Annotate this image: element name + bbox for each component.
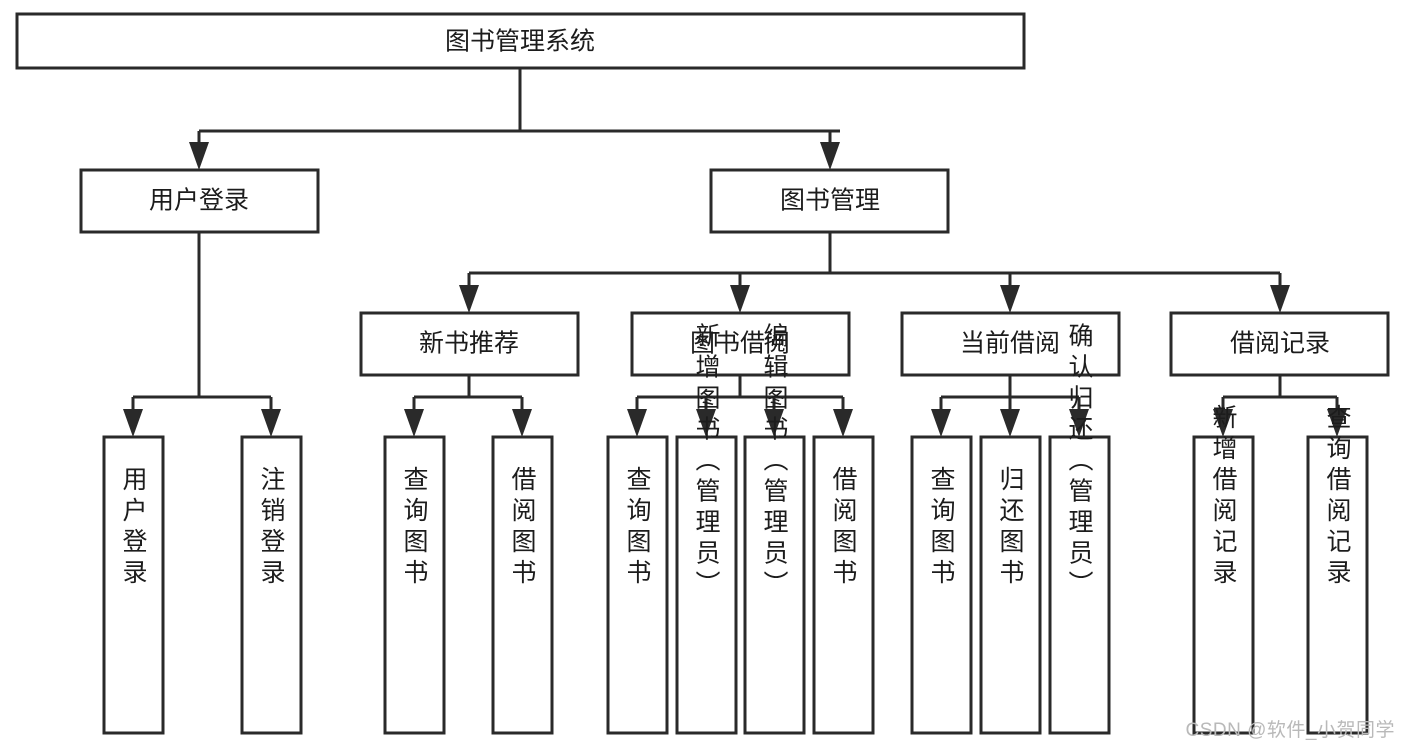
node-leaf-confirm-return-admin[interactable]: 确认归还（管理员） <box>1048 323 1111 735</box>
connector-userlogin-to-leaves <box>123 232 281 437</box>
node-new-book-recommendation-label: 新书推荐 <box>419 330 519 358</box>
node-leaf-query-book-2[interactable]: 查询图书 <box>606 435 669 735</box>
node-root-label: 图书管理系统 <box>445 28 595 56</box>
node-leaf-query-borrow-record[interactable]: 查询借阅记录 <box>1306 404 1369 735</box>
node-leaf-edit-book-admin[interactable]: 编辑图书（管理员） <box>743 323 806 735</box>
node-leaf-user-login[interactable]: 用户登录 <box>102 435 165 735</box>
node-leaf-confirm-return-admin-label: 确认归还（管理员） <box>1065 323 1094 602</box>
node-leaf-borrow-book-1[interactable]: 借阅图书 <box>491 435 554 735</box>
node-current-borrow[interactable]: 当前借阅 <box>900 311 1121 377</box>
node-leaf-borrow-book-2[interactable]: 借阅图书 <box>812 435 875 735</box>
connector-newbook-to-leaves <box>404 375 532 437</box>
node-leaf-add-book-admin[interactable]: 新增图书（管理员） <box>675 323 738 735</box>
node-book-borrow[interactable]: 图书借阅 <box>630 311 851 377</box>
node-book-management-label: 图书管理 <box>780 187 880 215</box>
node-leaf-borrow-book-2-label: 借阅图书 <box>829 466 858 590</box>
node-borrow-record-label: 借阅记录 <box>1230 330 1330 358</box>
connector-bookmgmt-to-level3 <box>459 232 1290 313</box>
node-leaf-add-book-admin-label: 新增图书（管理员） <box>692 323 721 602</box>
node-book-management[interactable]: 图书管理 <box>709 168 950 234</box>
node-leaf-query-book-2-label: 查询图书 <box>623 466 652 590</box>
node-borrow-record[interactable]: 借阅记录 <box>1169 311 1390 377</box>
node-leaf-return-book-label: 归还图书 <box>996 466 1025 590</box>
node-leaf-query-book-3-label: 查询图书 <box>927 466 956 590</box>
connector-borrowrecord-to-leaves <box>1213 375 1347 437</box>
node-leaf-logout[interactable]: 注销登录 <box>240 435 303 735</box>
node-new-book-recommendation[interactable]: 新书推荐 <box>359 311 580 377</box>
node-leaf-add-borrow-record[interactable]: 新增借阅记录 <box>1192 404 1255 735</box>
connector-currentborrow-to-leaves <box>931 375 1089 437</box>
node-leaf-query-book-1-label: 查询图书 <box>400 466 429 590</box>
connector-bookborrow-to-leaves <box>627 375 853 437</box>
node-leaf-return-book[interactable]: 归还图书 <box>979 435 1042 735</box>
node-leaf-query-book-3[interactable]: 查询图书 <box>910 435 973 735</box>
node-user-login[interactable]: 用户登录 <box>79 168 320 234</box>
node-leaf-user-login-label: 用户登录 <box>119 466 148 590</box>
node-leaf-query-borrow-record-label: 查询借阅记录 <box>1323 404 1352 590</box>
node-user-login-label: 用户登录 <box>149 187 249 215</box>
node-book-borrow-label: 图书借阅 <box>690 330 790 358</box>
node-leaf-borrow-book-1-label: 借阅图书 <box>508 466 537 590</box>
node-leaf-logout-label: 注销登录 <box>257 466 286 590</box>
node-leaf-query-book-1[interactable]: 查询图书 <box>383 435 446 735</box>
node-current-borrow-label: 当前借阅 <box>960 330 1060 358</box>
node-root[interactable]: 图书管理系统 <box>15 12 1026 70</box>
node-leaf-edit-book-admin-label: 编辑图书（管理员） <box>760 323 789 602</box>
node-leaf-add-borrow-record-label: 新增借阅记录 <box>1209 404 1238 590</box>
connector-root-to-level2 <box>189 68 840 170</box>
